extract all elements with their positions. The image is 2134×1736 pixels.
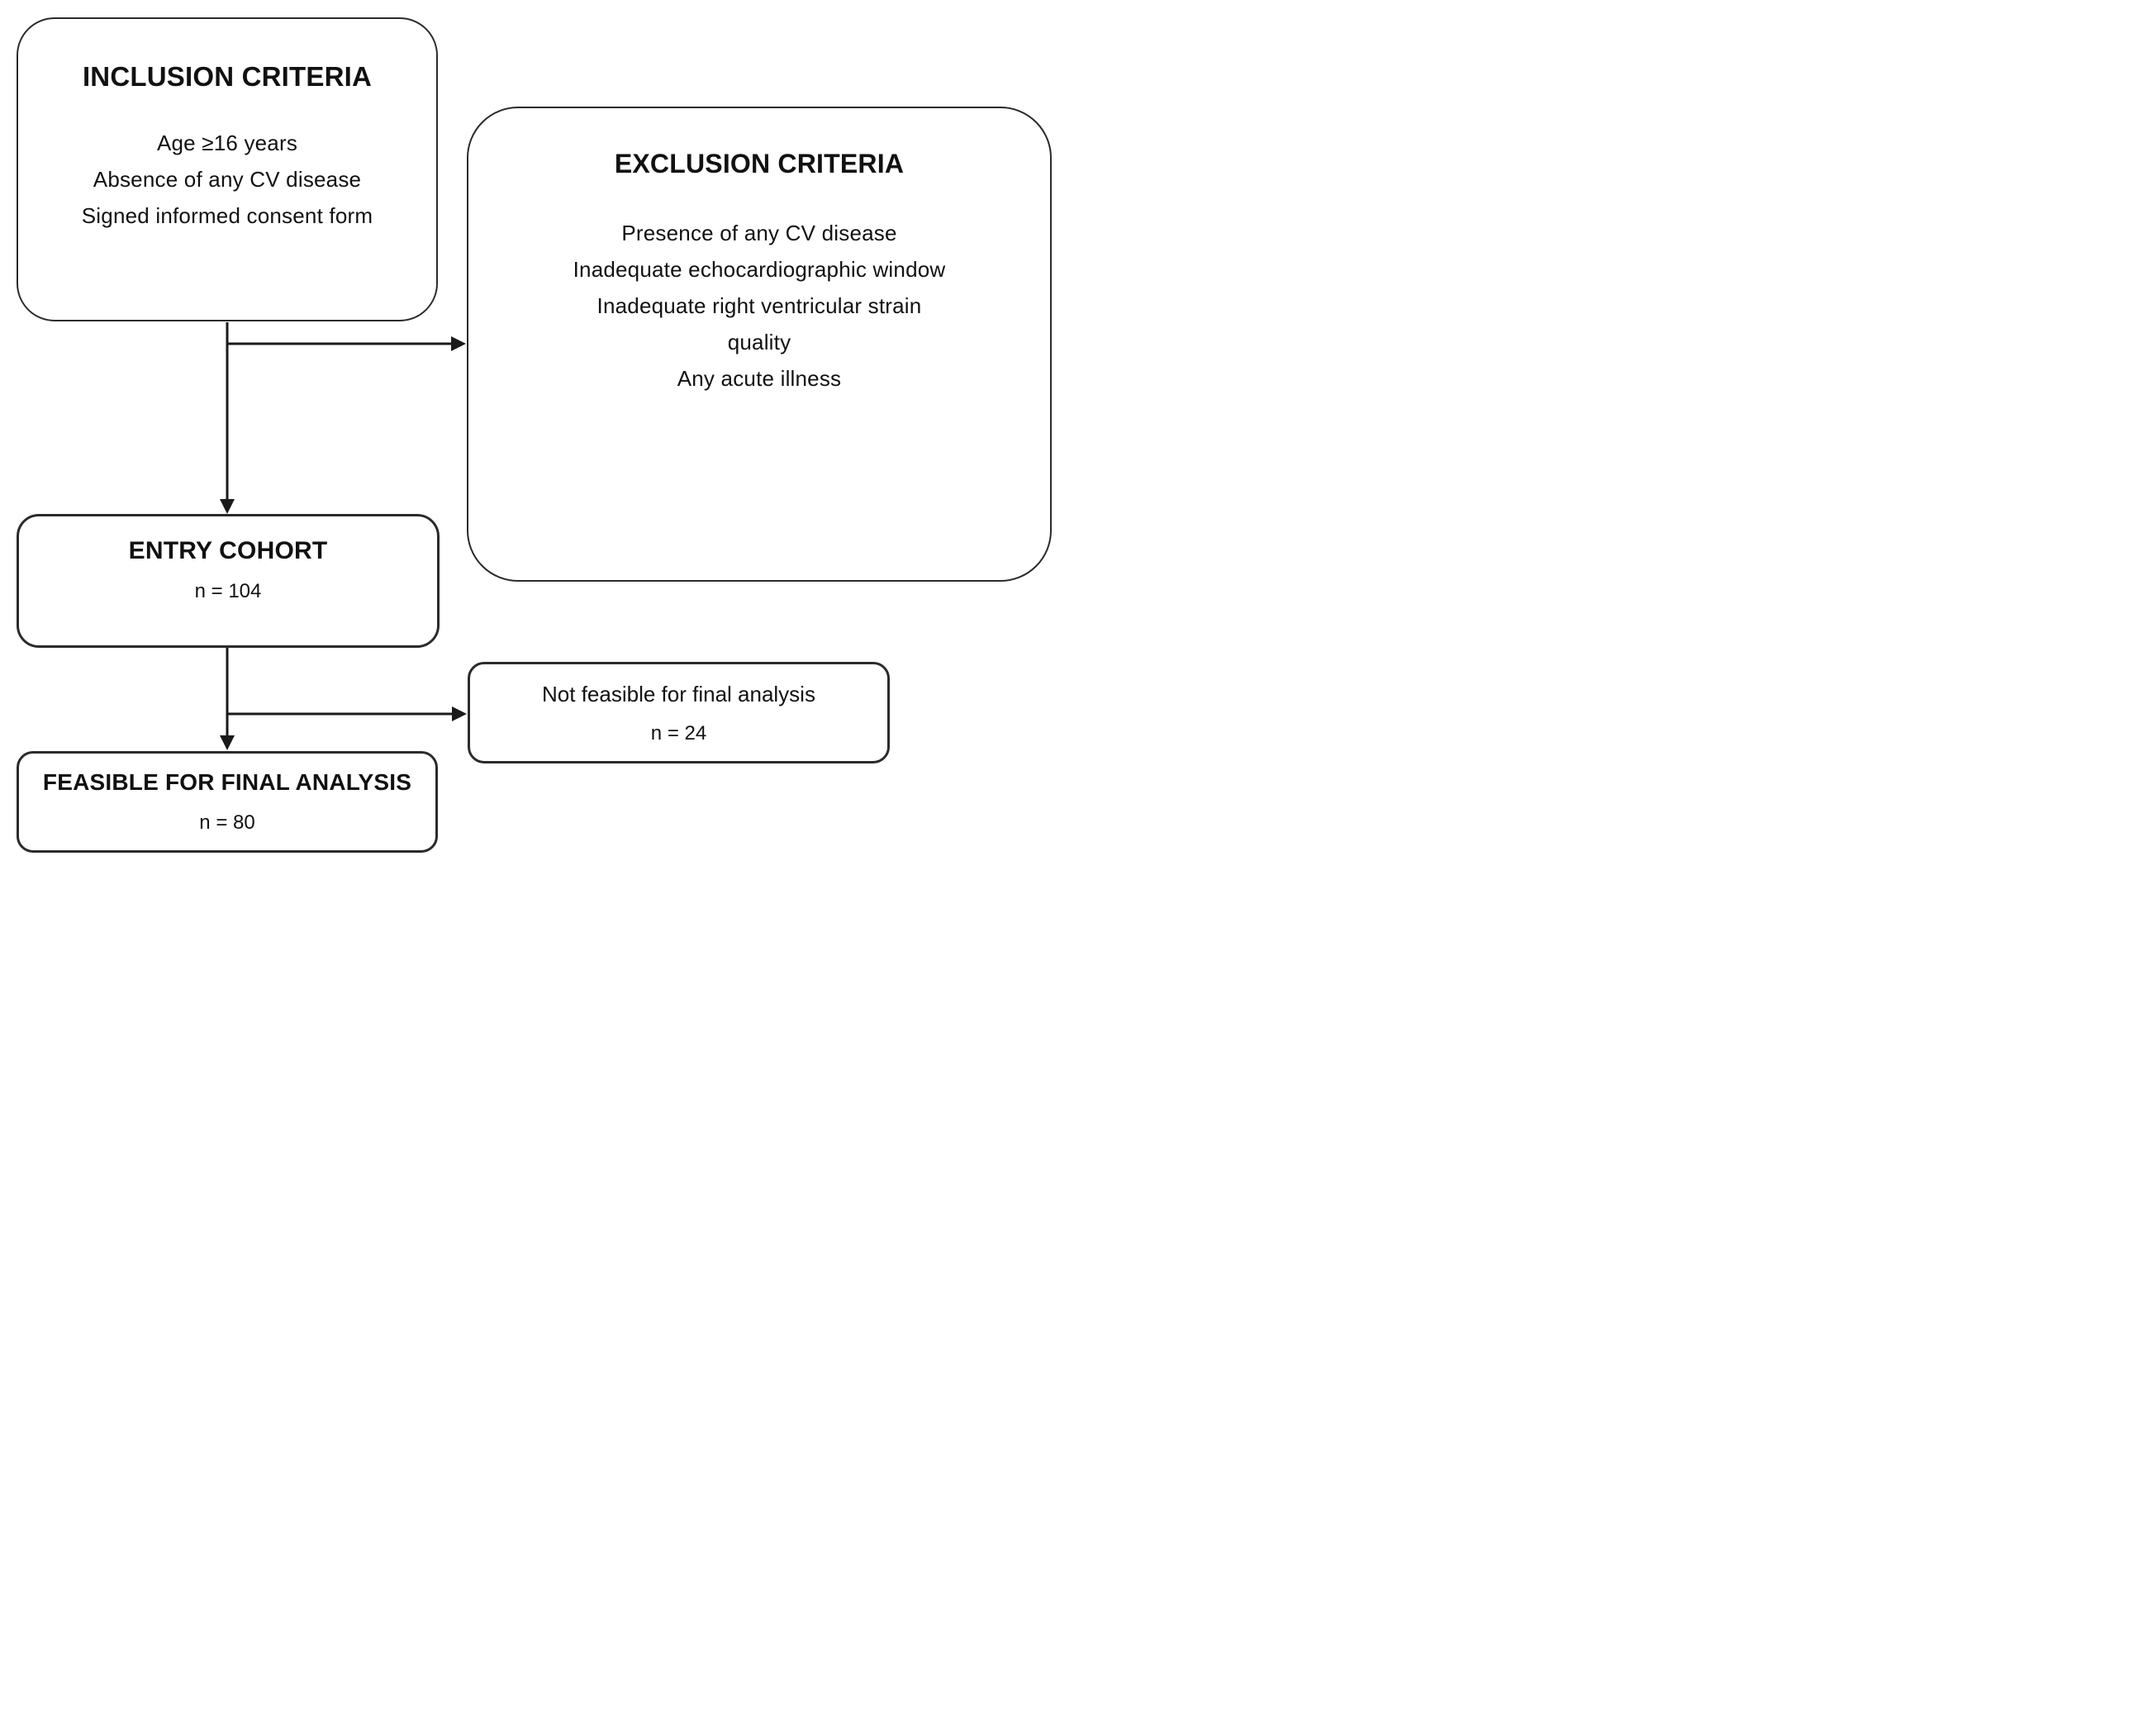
inclusion-criterion-consent: Signed informed consent form	[81, 203, 373, 228]
feasible-box: FEASIBLE FOR FINAL ANALYSIS n = 80	[17, 751, 438, 853]
entry-cohort-box: ENTRY COHORT n = 104	[17, 514, 440, 648]
flow-diagram-canvas: INCLUSION CRITERIA Age ≥16 years Absence…	[0, 0, 1067, 868]
exclusion-criteria-title: EXCLUSION CRITERIA	[614, 149, 905, 178]
inclusion-criteria-box: INCLUSION CRITERIA Age ≥16 years Absence…	[17, 17, 438, 321]
exclusion-criterion-rv-strain-wrap: quality	[727, 330, 791, 354]
not-feasible-count: n = 24	[650, 722, 707, 744]
not-feasible-label: Not feasible for final analysis	[542, 682, 815, 706]
exclusion-criterion-cv-disease: Presence of any CV disease	[621, 221, 897, 245]
exclusion-criterion-echo-window: Inadequate echocardiographic window	[573, 257, 946, 282]
inclusion-criterion-age: Age ≥16 years	[156, 131, 298, 155]
arrow-inclusion-to-entry	[220, 322, 235, 514]
arrow-entry-to-feasible	[220, 648, 235, 750]
exclusion-criterion-acute-illness: Any acute illness	[677, 366, 842, 391]
exclusion-criteria-list: Presence of any CV disease Inadequate ec…	[468, 215, 1050, 397]
inclusion-criteria-list: Age ≥16 years Absence of any CV disease …	[18, 125, 436, 234]
entry-cohort-count: n = 104	[194, 580, 262, 602]
feasible-title: FEASIBLE FOR FINAL ANALYSIS	[42, 769, 412, 795]
not-feasible-box: Not feasible for final analysis n = 24	[468, 662, 890, 763]
feasible-count: n = 80	[199, 811, 255, 834]
inclusion-criterion-no-cv-disease: Absence of any CV disease	[93, 167, 362, 192]
exclusion-criteria-box: EXCLUSION CRITERIA Presence of any CV di…	[467, 107, 1052, 582]
entry-cohort-title: ENTRY COHORT	[128, 537, 328, 564]
arrow-branch-to-not-feasible	[227, 706, 467, 721]
exclusion-criterion-rv-strain: Inadequate right ventricular strain	[596, 293, 922, 318]
inclusion-criteria-title: INCLUSION CRITERIA	[82, 61, 373, 92]
arrow-branch-to-exclusion	[227, 336, 466, 351]
